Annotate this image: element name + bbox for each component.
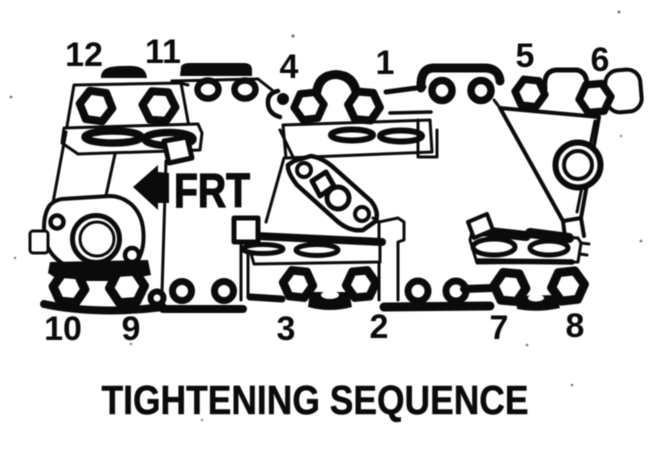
svg-text:FRT: FRT [174,165,250,218]
svg-text:12: 12 [65,36,103,74]
svg-text:10: 10 [44,310,82,348]
svg-text:3: 3 [277,310,296,348]
svg-text:5: 5 [516,37,535,75]
svg-text:8: 8 [566,307,585,345]
svg-text:2: 2 [370,308,389,346]
svg-text:1: 1 [376,44,395,82]
svg-text:9: 9 [122,310,141,348]
svg-text:TIGHTENING SEQUENCE: TIGHTENING SEQUENCE [102,377,529,423]
svg-text:11: 11 [145,33,181,71]
svg-text:6: 6 [591,41,610,79]
svg-text:4: 4 [280,48,299,86]
svg-text:7: 7 [490,309,509,347]
